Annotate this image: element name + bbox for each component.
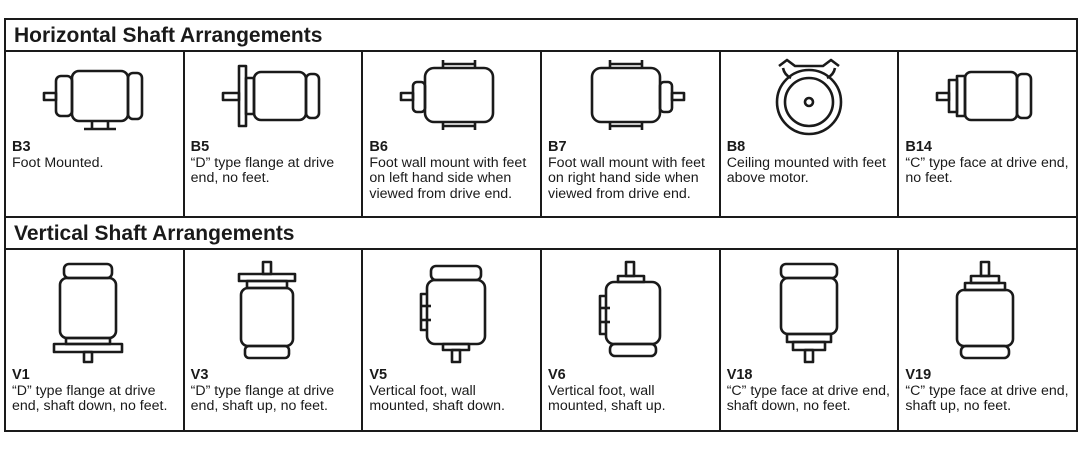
arrangement-description: Foot wall mount with feet on left hand s…: [369, 154, 527, 202]
vertical-row: V1 “D” type flange at drive end, shaft d…: [6, 250, 1076, 430]
arrangement-b3: B3 Foot Mounted.: [6, 52, 185, 216]
arrangement-code: B5: [190, 139, 210, 155]
arrangement-code: B8: [726, 139, 746, 155]
arrangement-code: B6: [369, 139, 388, 155]
arrangement-v1: V1 “D” type flange at drive end, shaft d…: [6, 250, 185, 430]
foot-mounted-motor-icon: [6, 56, 183, 140]
face-mount-motor-icon: [899, 56, 1076, 140]
arrangement-description: Vertical foot, wall mounted, shaft down.: [369, 382, 505, 414]
arrangement-v19: V19 “C” type face at drive end, shaft up…: [899, 250, 1076, 430]
arrangement-description: “C” type face at drive end, shaft up, no…: [905, 382, 1069, 414]
arrangement-v6: V6 Vertical foot, wall mounted, shaft up…: [542, 250, 721, 430]
vertical-flange-shaft-up-icon: [185, 254, 362, 362]
arrangement-b6: B6 Foot wall mount with feet on left han…: [363, 52, 543, 216]
wall-mount-right-motor-icon: [542, 56, 719, 140]
horizontal-row: B3 Foot Mounted. B5 “D” type flange at d…: [6, 52, 1076, 216]
vertical-flange-shaft-down-icon: [6, 254, 183, 364]
arrangement-description: “D” type flange at drive end, shaft down…: [12, 382, 168, 414]
arrangement-description: Foot Mounted.: [12, 154, 104, 171]
arrangement-v5: V5 Vertical foot, wall mounted, shaft do…: [363, 250, 543, 430]
vertical-foot-shaft-down-icon: [363, 254, 540, 364]
arrangement-code: B3: [12, 139, 31, 155]
mounting-arrangements-table: Horizontal Shaft Arrangements B3 Foot Mo…: [4, 18, 1078, 432]
arrangement-description: Foot wall mount with feet on right hand …: [548, 154, 705, 202]
arrangement-v18: V18 “C” type face at drive end, shaft do…: [721, 250, 900, 430]
arrangement-code: V19: [905, 367, 932, 383]
arrangement-b14: B14 “C” type face at drive end, no feet.: [899, 52, 1076, 216]
arrangement-v3: V3 “D” type flange at drive end, shaft u…: [185, 250, 364, 430]
arrangement-code: V18: [726, 367, 753, 383]
wall-mount-left-motor-icon: [363, 56, 540, 140]
arrangement-description: “C” type face at drive end, shaft down, …: [726, 382, 890, 414]
vertical-foot-shaft-up-icon: [542, 254, 719, 362]
vertical-face-shaft-down-icon: [721, 254, 898, 364]
arrangement-description: “D” type flange at drive end, shaft up, …: [190, 382, 335, 414]
arrangement-description: Vertical foot, wall mounted, shaft up.: [548, 382, 666, 414]
arrangement-description: “C” type face at drive end, no feet.: [905, 154, 1069, 186]
vertical-face-shaft-up-icon: [899, 254, 1076, 362]
arrangement-code: B14: [905, 139, 932, 155]
arrangement-b5: B5 “D” type flange at drive end, no feet…: [185, 52, 364, 216]
arrangement-code: V1: [12, 367, 30, 383]
arrangement-description: “D” type flange at drive end, no feet.: [190, 154, 335, 186]
arrangement-b7: B7 Foot wall mount with feet on right ha…: [542, 52, 721, 216]
arrangement-code: V6: [548, 367, 566, 383]
arrangement-code: V3: [190, 367, 209, 383]
ceiling-mount-motor-icon: [721, 56, 898, 140]
arrangement-code: V5: [369, 367, 388, 383]
arrangement-code: B7: [548, 139, 567, 155]
vertical-section-title: Vertical Shaft Arrangements: [6, 216, 1076, 250]
arrangement-b8: B8 Ceiling mounted with feet above motor…: [721, 52, 900, 216]
arrangement-description: Ceiling mounted with feet above motor.: [726, 154, 886, 186]
flange-motor-icon: [185, 56, 362, 140]
horizontal-section-title: Horizontal Shaft Arrangements: [6, 20, 1076, 52]
